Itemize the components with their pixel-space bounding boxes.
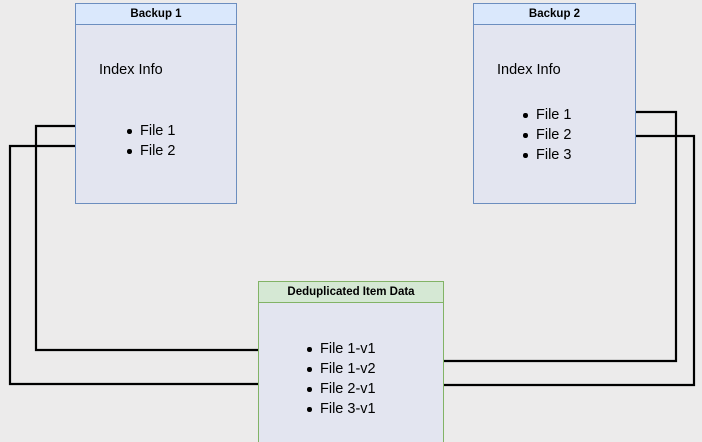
backup-2-file-list: File 1 File 2 File 3: [522, 105, 571, 165]
backup-1-title: Backup 1: [76, 4, 236, 25]
backup-2-box[interactable]: Backup 2 Index Info File 1 File 2 File 3: [473, 3, 636, 204]
deduplicated-item-data-title: Deduplicated Item Data: [259, 282, 443, 303]
list-item[interactable]: File 1-v2: [306, 359, 376, 379]
list-item[interactable]: File 2: [522, 125, 571, 145]
backup-1-body: Index Info File 1 File 2: [76, 25, 236, 203]
backup-2-title: Backup 2: [474, 4, 635, 25]
backup-2-index-label: Index Info: [497, 62, 561, 78]
deduplicated-item-data-box[interactable]: Deduplicated Item Data File 1-v1 File 1-…: [258, 281, 444, 442]
list-item[interactable]: File 3-v1: [306, 399, 376, 419]
list-item[interactable]: File 1: [126, 121, 175, 141]
list-item[interactable]: File 1: [522, 105, 571, 125]
list-item[interactable]: File 1-v1: [306, 339, 376, 359]
dedup-item-list: File 1-v1 File 1-v2 File 2-v1 File 3-v1: [306, 339, 376, 419]
backup-1-index-label: Index Info: [99, 62, 163, 78]
list-item[interactable]: File 2: [126, 141, 175, 161]
backup-1-file-list: File 1 File 2: [126, 121, 175, 161]
backup-1-box[interactable]: Backup 1 Index Info File 1 File 2: [75, 3, 237, 204]
list-item[interactable]: File 2-v1: [306, 379, 376, 399]
backup-2-body: Index Info File 1 File 2 File 3: [474, 25, 635, 203]
deduplicated-item-data-body: File 1-v1 File 1-v2 File 2-v1 File 3-v1: [259, 303, 443, 442]
list-item[interactable]: File 3: [522, 145, 571, 165]
